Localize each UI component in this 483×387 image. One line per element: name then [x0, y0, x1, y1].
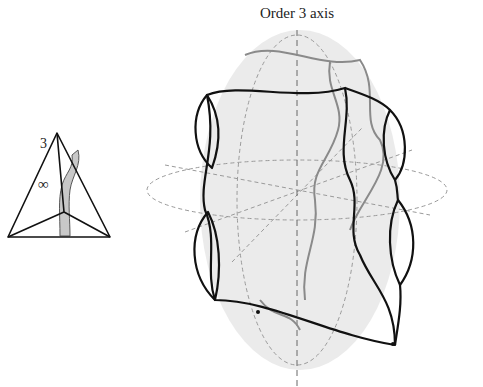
tetra-outline — [8, 133, 110, 237]
pale-blob — [200, 30, 400, 370]
vertex-dot — [256, 310, 260, 314]
vertex-dot — [391, 342, 395, 346]
right-lobe — [390, 200, 413, 285]
right-lobe — [384, 110, 405, 180]
back-curve — [260, 300, 300, 330]
right-edge — [345, 88, 401, 345]
edge-label: ∞ — [38, 177, 49, 192]
left-lobe — [196, 95, 219, 168]
tetrahedron — [8, 133, 110, 237]
back-curve — [304, 62, 339, 300]
front-loop — [203, 88, 395, 345]
left-lobe — [194, 212, 219, 300]
edge-label: 3 — [40, 137, 47, 151]
tetra-edges — [8, 133, 110, 237]
order-3-axis — [297, 30, 298, 387]
axis-label: Order 3 axis — [260, 6, 334, 21]
surface-figure — [147, 30, 447, 387]
